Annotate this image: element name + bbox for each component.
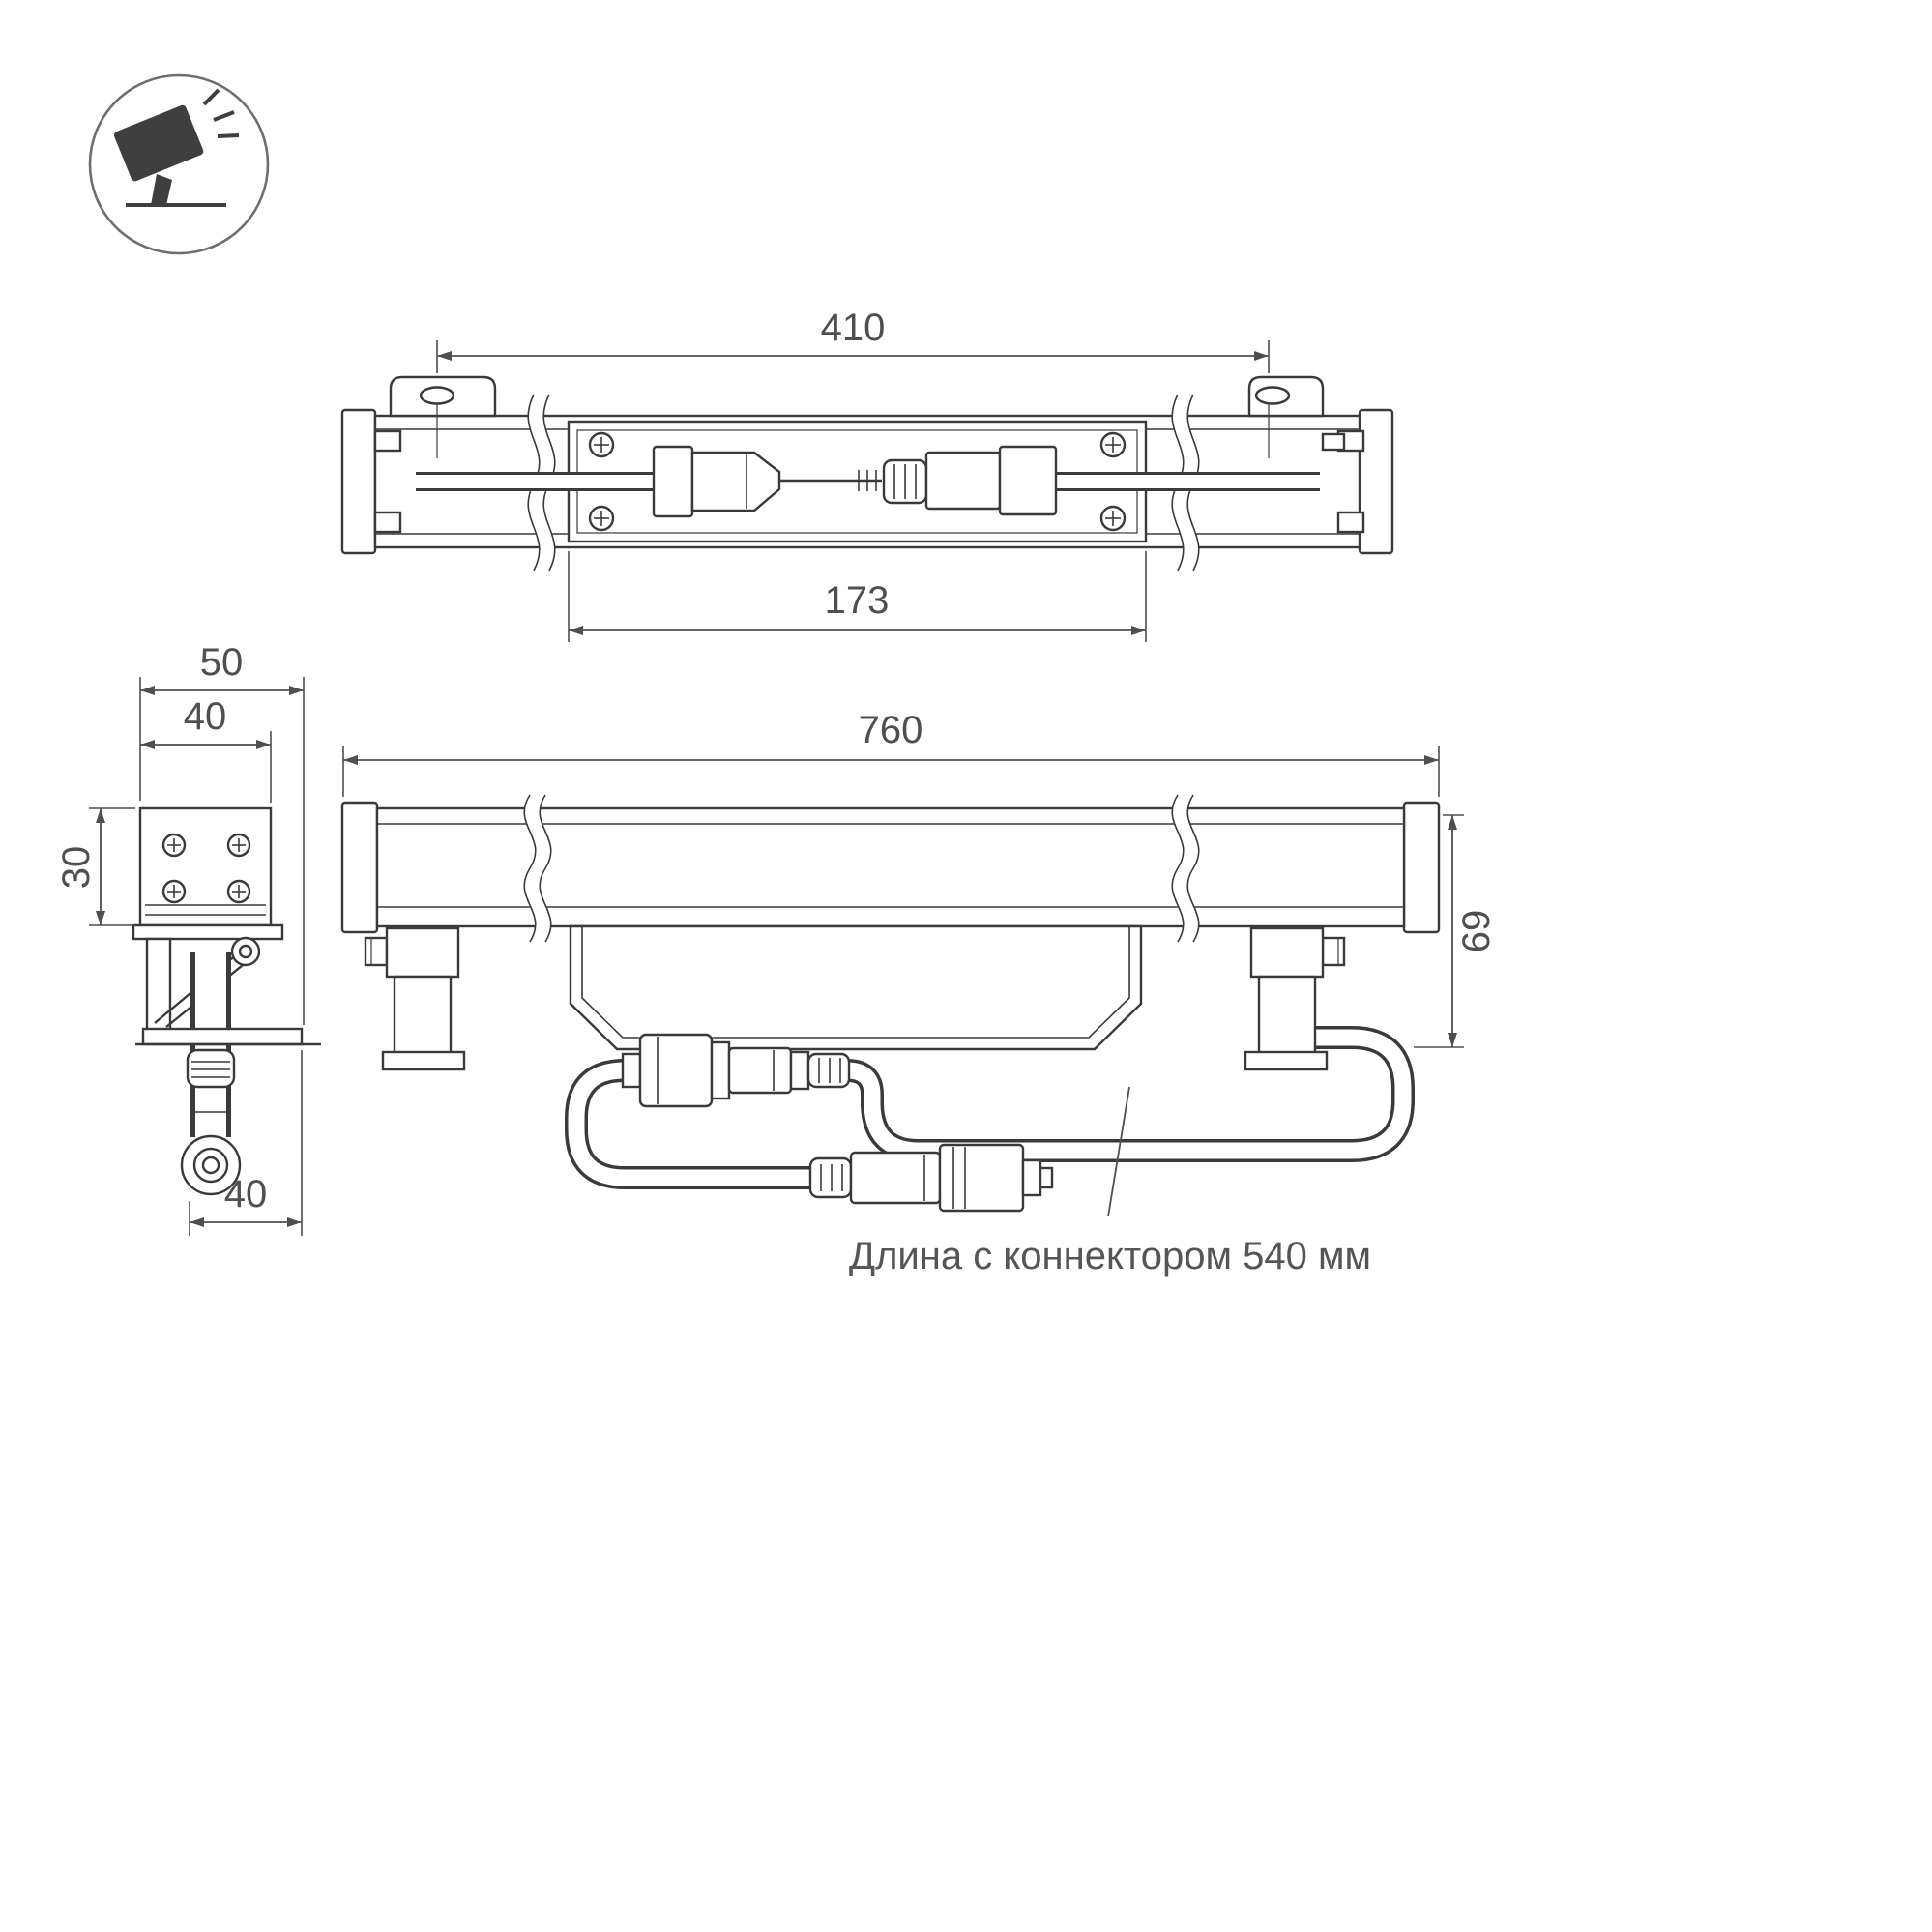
side-body	[138, 806, 273, 927]
dim-label-40-bottom: 40	[224, 1173, 268, 1215]
front-view: 760 69	[340, 709, 1498, 1213]
top-left-endcap	[340, 408, 377, 555]
top-right-bracket	[1247, 375, 1346, 458]
dim-label-760: 760	[859, 709, 923, 751]
side-screws	[161, 833, 251, 904]
dim-69: 69	[1414, 814, 1498, 1048]
dim-label-40-top: 40	[184, 695, 227, 738]
dim-label-173: 173	[825, 579, 890, 622]
dim-30: 30	[55, 807, 135, 926]
dim-40-bottom: 40	[189, 1050, 303, 1236]
top-connector-female	[882, 445, 1058, 516]
front-break-left	[523, 794, 552, 943]
dim-760: 760	[342, 709, 1440, 797]
top-connector-male	[652, 445, 882, 518]
front-right-bracket	[1244, 926, 1346, 1071]
front-cable-connector	[565, 1059, 818, 1189]
side-view: 50 40 30 40	[55, 641, 321, 1236]
floodlight-icon	[88, 73, 270, 255]
top-left-bracket	[389, 375, 497, 458]
dim-410: 410	[436, 307, 1270, 373]
panel-screws	[588, 431, 1127, 532]
dim-label-30: 30	[55, 846, 98, 890]
top-view: 410 173	[340, 307, 1394, 642]
side-knob	[230, 936, 261, 967]
note-callout: Длина с коннектором 540 мм	[849, 1086, 1371, 1277]
dim-label-69: 69	[1455, 910, 1498, 953]
dim-50: 50	[139, 641, 305, 1025]
side-foot	[141, 1027, 304, 1046]
dim-40-top: 40	[140, 695, 272, 803]
note-text: Длина с коннектором 540 мм	[849, 1235, 1371, 1277]
front-break-right	[1171, 794, 1200, 943]
dim-label-410: 410	[821, 307, 886, 349]
front-free-connector	[808, 1143, 1054, 1213]
dim-173: 173	[568, 551, 1147, 642]
front-left-bracket	[364, 926, 466, 1071]
front-right-endcap	[1402, 801, 1441, 934]
side-cable	[180, 952, 242, 1196]
note-leader-line	[1107, 1086, 1130, 1217]
front-driver-box	[569, 924, 1143, 1051]
front-cable-supply	[843, 1026, 1415, 1162]
dim-label-50: 50	[200, 641, 244, 684]
front-connector-pair	[621, 1033, 851, 1108]
side-bracket-arm	[145, 937, 172, 1034]
front-left-endcap	[340, 801, 379, 934]
